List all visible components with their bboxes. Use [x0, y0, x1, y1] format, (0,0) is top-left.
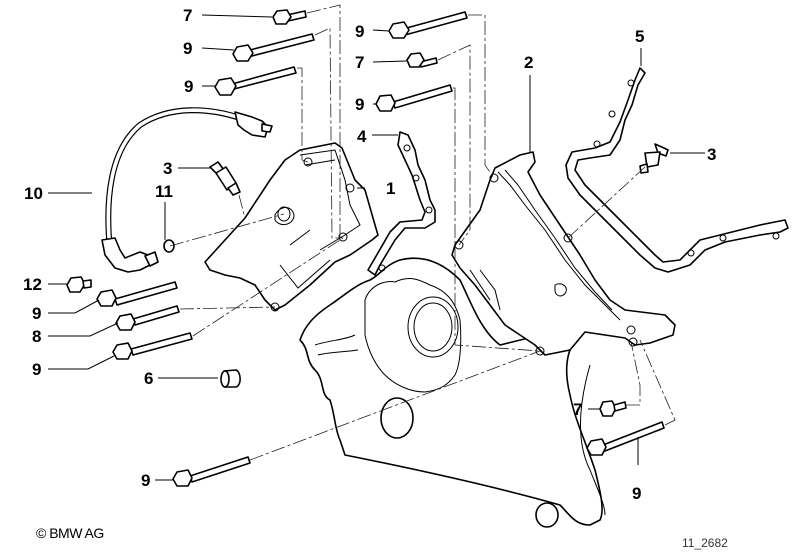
part-4-gasket: [367, 131, 436, 276]
copyright-notice: © BMW AG: [36, 525, 104, 541]
bolt-7-b: [406, 52, 438, 68]
part-1-upper-timing-cover: [204, 142, 379, 312]
part-2-upper-timing-cover: [451, 151, 676, 356]
bolt-9-h: [586, 421, 665, 456]
bolt-9-d: [375, 84, 453, 112]
callout-9-g: 9: [632, 484, 641, 503]
callout-3-right: 3: [707, 145, 716, 164]
callout-7-top: 7: [183, 6, 192, 25]
bolt-9-g: [172, 456, 251, 487]
callout-10: 10: [24, 184, 43, 203]
bolt-7-top: [272, 9, 307, 25]
callout-9-c: 9: [355, 22, 364, 41]
part-5-gasket: [565, 67, 789, 273]
callout-9-a: 9: [183, 39, 192, 58]
callout-1: 1: [386, 179, 395, 198]
callout-9-h: 9: [141, 471, 150, 490]
callout-6: 6: [144, 369, 153, 388]
bolt-7-c: [599, 400, 627, 417]
callout-5: 5: [635, 27, 644, 46]
bolt-9-b: [214, 66, 297, 96]
callout-8: 8: [32, 327, 41, 346]
bolt-9-e: [96, 281, 178, 307]
bolt-8: [115, 305, 180, 331]
bolt-12: [66, 276, 92, 293]
callout-9-e: 9: [32, 304, 41, 323]
part-11-seal-ring: [163, 239, 175, 253]
callout-7-c: 7: [573, 400, 582, 419]
assembly-lines: [169, 4, 676, 461]
callout-9-b: 9: [184, 77, 193, 96]
callout-9-f: 9: [32, 360, 41, 379]
callout-labels: 7 9 9 9 7 9 4 2 5 3 3 1 10 11 12 9 8 9 6…: [23, 6, 716, 503]
bolt-9-f: [112, 332, 193, 360]
bolt-9-a: [232, 33, 315, 62]
callout-7-b: 7: [355, 53, 364, 72]
part-3-sensor-right: [639, 143, 669, 174]
bolt-9-c: [388, 11, 468, 39]
callout-4: 4: [357, 127, 367, 146]
callout-11: 11: [155, 182, 173, 201]
callout-9-d: 9: [355, 95, 364, 114]
callout-2: 2: [524, 53, 533, 72]
callout-12: 12: [23, 275, 42, 294]
leader-lines: [48, 14, 705, 481]
part-10-sensor-cable: [101, 107, 273, 273]
callout-3-left: 3: [163, 159, 172, 178]
part-6-dowel-sleeve: [220, 369, 241, 388]
part-3-sensor-left: [209, 161, 241, 196]
drawing-number: 11_2682: [682, 536, 728, 550]
